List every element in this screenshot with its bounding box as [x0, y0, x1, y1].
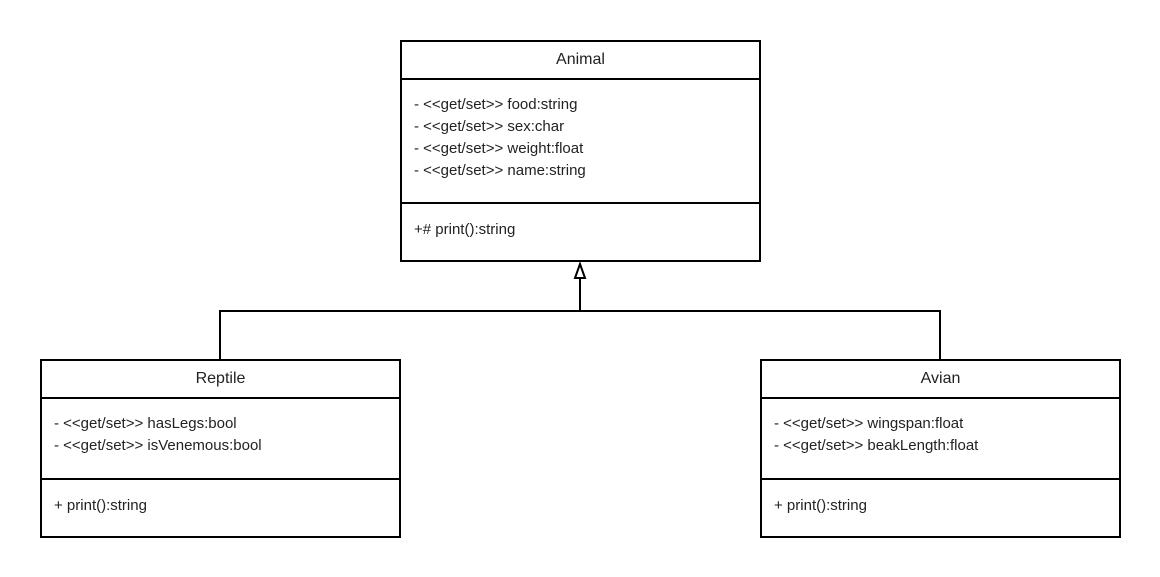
avian-class-box[interactable]: Avian - <<get/set>> wingspan:float - <<g… [760, 359, 1121, 538]
class-name: Reptile [42, 361, 399, 399]
attribute-line: - <<get/set>> beakLength:float [774, 437, 979, 454]
attribute-line: - <<get/set>> wingspan:float [774, 415, 964, 432]
class-name: Avian [762, 361, 1119, 399]
attribute-line: - <<get/set>> sex:char [414, 118, 565, 135]
attributes-compartment: - <<get/set>> wingspan:float - <<get/set… [762, 399, 1119, 480]
avian-generalization-line [580, 310, 941, 359]
operation-line: + print():string [774, 497, 867, 514]
reptile-generalization-line [219, 310, 580, 359]
attribute-line: - <<get/set>> isVenemous:bool [54, 437, 262, 454]
attributes-compartment: - <<get/set>> hasLegs:bool - <<get/set>>… [42, 399, 399, 480]
operation-line: +# print():string [414, 221, 516, 238]
reptile-class-box[interactable]: Reptile - <<get/set>> hasLegs:bool - <<g… [40, 359, 401, 538]
operation-line: + print():string [54, 497, 147, 514]
operations-compartment: + print():string [42, 480, 399, 517]
operations-compartment: +# print():string [402, 204, 759, 241]
attribute-line: - <<get/set>> name:string [414, 162, 586, 179]
attributes-compartment: - <<get/set>> food:string - <<get/set>> … [402, 80, 759, 204]
operations-compartment: + print():string [762, 480, 1119, 517]
attribute-line: - <<get/set>> hasLegs:bool [54, 415, 237, 432]
generalization-arrowhead [573, 261, 587, 279]
attribute-line: - <<get/set>> food:string [414, 96, 578, 113]
attribute-line: - <<get/set>> weight:float [414, 140, 584, 157]
animal-class-box[interactable]: Animal - <<get/set>> food:string - <<get… [400, 40, 761, 262]
class-name: Animal [402, 42, 759, 80]
